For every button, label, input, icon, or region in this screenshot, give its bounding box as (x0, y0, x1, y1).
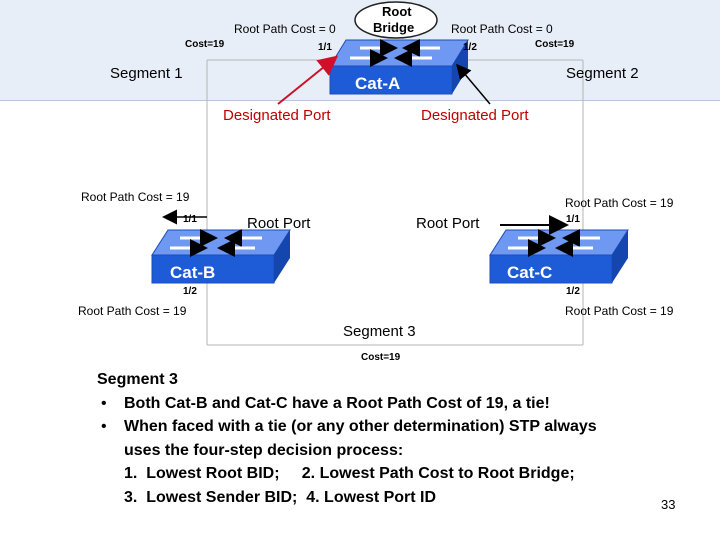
notes-step-line1: 1. Lowest Root BID; 2. Lowest Path Cost … (124, 465, 575, 482)
cat-a-switch: Cat-A (329, 39, 469, 95)
notes-bullet-2-line1: When faced with a tie (or any other dete… (124, 418, 597, 435)
cat-a-port-left: 1/1 (318, 42, 332, 53)
cat-b-port-top: 1/1 (183, 214, 197, 225)
notes-title: Segment 3 (97, 371, 178, 388)
root-bridge-badge: Root Bridge (354, 1, 438, 39)
page-number: 33 (661, 497, 676, 512)
cat-a-cost-right: Cost=19 (535, 39, 575, 50)
cat-c-rpc-bottom: Root Path Cost = 19 (565, 304, 674, 318)
cat-c-port-bottom: 1/2 (566, 286, 580, 297)
cat-a-rpc-right: Root Path Cost = 0 (451, 22, 553, 36)
segment-lines (206, 59, 584, 346)
segment1-label: Segment 1 (110, 65, 183, 82)
designated-port-left-label: Designated Port (223, 107, 331, 124)
cat-c-switch: Cat-C (489, 229, 629, 284)
root-bridge-line2: Bridge (373, 20, 414, 35)
notes-step-line2: 3. Lowest Sender BID; 4. Lowest Port ID (124, 488, 437, 506)
segment3-label: Segment 3 (343, 323, 416, 340)
cat-b-root-port-label: Root Port (247, 215, 311, 232)
notes-bullet-2: • When faced with a tie (or any other de… (97, 415, 697, 439)
notes-bullet-2-line2: uses the four-step decision process: (124, 441, 404, 459)
notes-bullet-1: • Both Cat-B and Cat-C have a Root Path … (97, 392, 697, 416)
cat-b-rpc-bottom: Root Path Cost = 19 (78, 304, 187, 318)
cat-c-name: Cat-C (507, 263, 552, 282)
cat-a-port-right: 1/2 (463, 42, 477, 53)
bullet-dot: • (101, 394, 107, 412)
cat-c-root-port-label: Root Port (416, 215, 480, 232)
root-bridge-line1: Root (382, 4, 412, 19)
designated-arrow-left (277, 55, 339, 105)
designated-arrow-right (456, 63, 491, 105)
bullet-dot: • (101, 418, 107, 435)
cat-c-rpc-top: Root Path Cost = 19 (565, 196, 674, 210)
cat-a-rpc-left: Root Path Cost = 0 (234, 22, 336, 36)
cat-b-switch: Cat-B (151, 229, 291, 284)
cat-b-port-bottom: 1/2 (183, 286, 197, 297)
cat-a-cost-left: Cost=19 (185, 39, 225, 50)
designated-port-right-label: Designated Port (421, 107, 529, 124)
cat-b-name: Cat-B (170, 263, 215, 282)
segment2-label: Segment 2 (566, 65, 639, 82)
cat-a-name: Cat-A (355, 74, 400, 93)
notes-block: Segment 3 • Both Cat-B and Cat-C have a … (97, 368, 697, 509)
segment3-cost: Cost=19 (361, 352, 401, 363)
cat-b-rpc-top: Root Path Cost = 19 (81, 190, 190, 204)
cat-c-port-top: 1/1 (566, 214, 580, 225)
notes-bullet-1-text: Both Cat-B and Cat-C have a Root Path Co… (124, 394, 550, 412)
